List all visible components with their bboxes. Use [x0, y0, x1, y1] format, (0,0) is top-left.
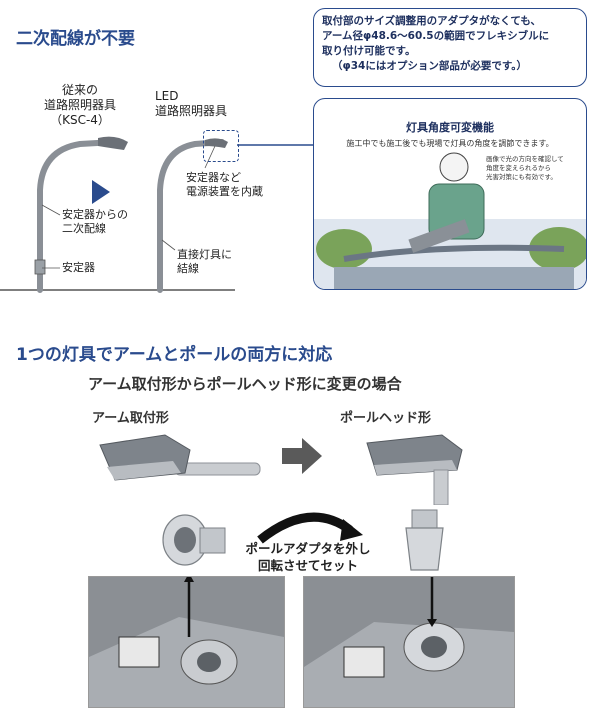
conventional-label-line1: 従来の	[61, 83, 98, 97]
adapter-callout-line4: （φ34にはオプション部品が必要です。）	[332, 60, 528, 72]
pole-adapter-right	[405, 509, 444, 571]
ann-secondary-line1: 安定器からの	[62, 208, 128, 221]
rotate-line2: 回転させてセット	[257, 558, 358, 573]
ann-builtin-line2: 電源装置を内蔵	[186, 185, 263, 198]
ann-builtin-line1: 安定器など	[186, 171, 241, 184]
section1-title: 二次配線が不要	[16, 29, 135, 49]
angle-callout-note: 画像で光の方向を確認して 角度を変えられるから 光害対策にも有効です。	[486, 155, 564, 182]
ann-builtin-power: 安定器など 電源装置を内蔵	[186, 171, 263, 199]
conventional-label-line2: 道路照明器具	[43, 98, 116, 112]
photo-pole-interior	[303, 576, 515, 708]
section2-title: 1つの灯具でアームとポールの両方に対応	[16, 345, 333, 365]
led-label-line2: 道路照明器具	[155, 104, 228, 118]
adapter-callout-line1: 取付部のサイズ調整用のアダプタがなくても、	[322, 15, 542, 27]
led-label-line1: LED	[155, 89, 179, 103]
fixture-highlight-box	[203, 130, 239, 162]
ann-direct-line2: 結線	[177, 262, 199, 275]
ann-ballast: 安定器	[62, 261, 95, 274]
angle-note-line2: 角度を変えられるから	[486, 164, 551, 172]
adapter-callout-line3: 取り付け可能です。	[322, 45, 416, 57]
pole-head-fixture	[366, 434, 463, 505]
section2-subtitle: アーム取付形からポールヘッド形に変更の場合	[88, 375, 402, 393]
ann-direct-wiring: 直接灯具に 結線	[177, 248, 232, 276]
callout-connector	[237, 144, 315, 146]
pole-head-label: ポールヘッド形	[340, 411, 432, 426]
worker-illustration	[314, 152, 586, 289]
angle-note-line3: 光害対策にも有効です。	[486, 173, 557, 181]
angle-callout-title: 灯具角度可変機能	[406, 121, 494, 134]
street-lights-illustration	[0, 136, 235, 293]
rotate-line1: ポールアダプタを外し	[245, 541, 371, 556]
photo-arm-interior	[88, 576, 285, 708]
adapter-callout: 取付部のサイズ調整用のアダプタがなくても、 アーム径φ48.6～60.5の範囲で…	[313, 8, 587, 87]
ann-secondary-line2: 二次配線	[62, 222, 106, 235]
rotate-instruction: ポールアダプタを外し 回転させてセット	[228, 540, 388, 574]
arm-mount-fixture	[99, 434, 261, 481]
rotate-arrow-icon	[257, 512, 363, 544]
angle-callout-desc: 施工中でも施工後でも現場で灯具の角度を調節できます。	[346, 139, 554, 148]
adapter-callout-line2: アーム径φ48.6～60.5の範囲でフレキシブルに	[322, 30, 550, 42]
angle-note-line1: 画像で光の方向を確認して	[486, 155, 564, 163]
angle-callout: 灯具角度可変機能 施工中でも施工後でも現場で灯具の角度を調節できます。 画像で光…	[313, 98, 587, 290]
led-label: LED 道路照明器具	[155, 89, 227, 119]
pole-adapter-left	[162, 514, 226, 566]
ann-direct-line1: 直接灯具に	[177, 248, 232, 261]
conventional-label: 従来の 道路照明器具 （KSC-4）	[30, 83, 130, 128]
conventional-label-line3: （KSC-4）	[50, 113, 110, 127]
change-arrow	[282, 438, 322, 474]
arm-mount-label: アーム取付形	[92, 411, 169, 426]
ann-secondary-wiring: 安定器からの 二次配線	[62, 208, 128, 236]
